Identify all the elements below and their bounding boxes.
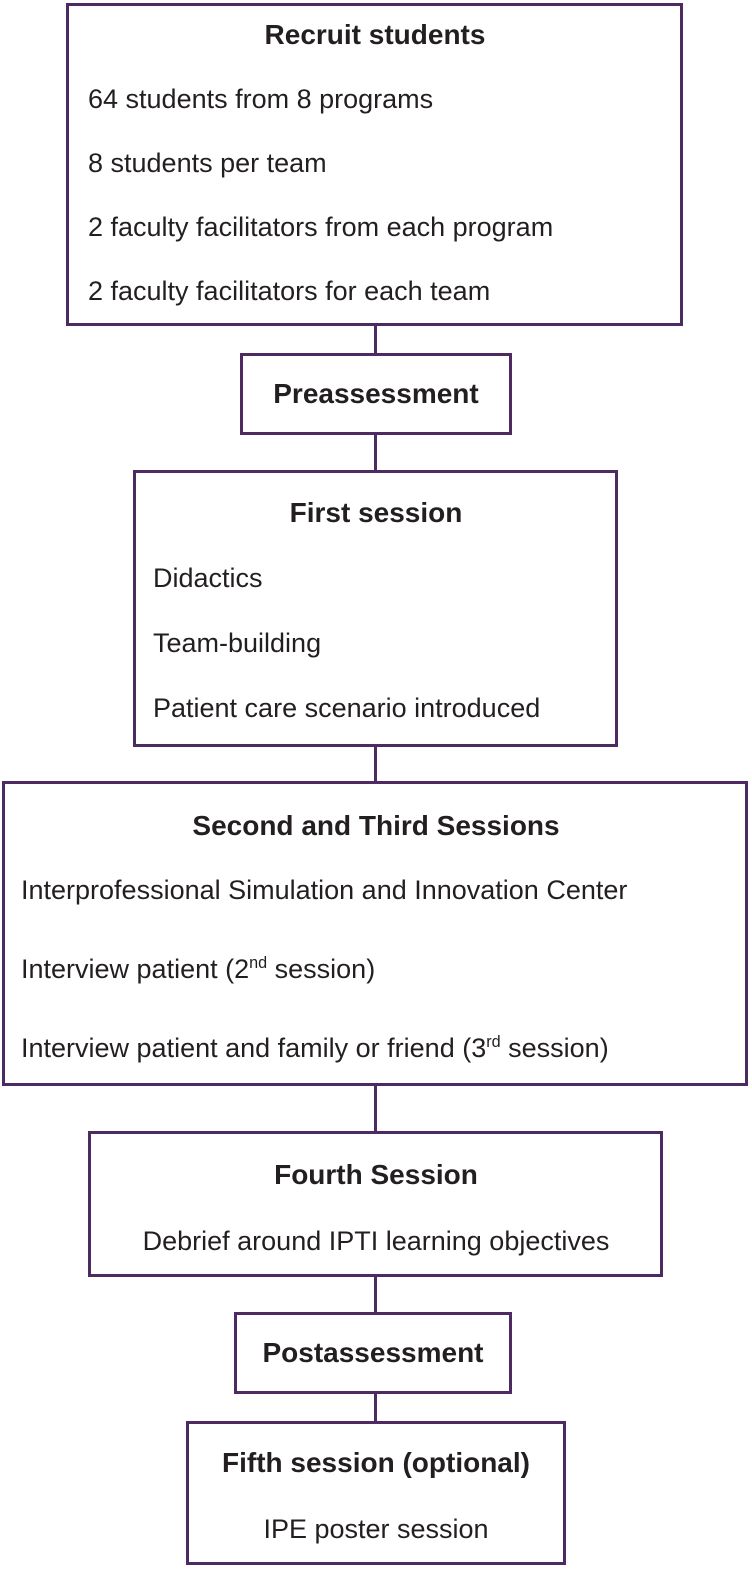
first-session-line-2: Team-building [153,628,322,658]
box-preassessment: Preassessment [240,353,512,435]
connector-line-4 [374,1086,377,1131]
line-3-text-end: session) [500,1033,609,1063]
box-first-session: First session Didactics Team-building Pa… [133,470,618,747]
second-third-line-3: Interview patient and family or friend (… [21,1031,731,1065]
connector-line-1 [374,326,377,353]
recruit-line-2: 8 students per team [88,148,327,178]
box-second-third-sessions: Second and Third Sessions Interprofessio… [2,781,748,1086]
fifth-session-line-1: IPE poster session [263,1514,489,1544]
box-postassessment-title: Postassessment [262,1337,484,1368]
recruit-line-1: 64 students from 8 programs [88,84,434,114]
recruit-line-3: 2 faculty facilitators from each program [88,212,554,242]
first-session-line-1: Didactics [153,563,263,593]
box-first-session-title: First session [289,497,463,528]
box-recruit-title: Recruit students [264,19,486,50]
box-second-third-title: Second and Third Sessions [192,810,560,841]
first-session-line-3: Patient care scenario introduced [153,693,541,723]
connector-line-3 [374,747,377,781]
fourth-session-line-1: Debrief around IPTI learning objectives [142,1226,610,1256]
box-fourth-session: Fourth Session Debrief around IPTI learn… [88,1131,663,1277]
box-fourth-session-title: Fourth Session [274,1159,478,1190]
recruit-line-4: 2 faculty facilitators for each team [88,276,491,306]
second-third-line-2: Interview patient (2nd session) [21,952,731,986]
box-fifth-session-optional: Fifth session (optional) IPE poster sess… [186,1421,566,1565]
line-3-ordinal-suffix: rd [486,1033,501,1051]
connector-line-5 [374,1277,377,1312]
box-preassessment-title: Preassessment [273,378,479,409]
line-3-text: Interview patient and family or friend (… [21,1033,487,1063]
line-2-text-end: session) [267,954,376,984]
box-recruit-students: Recruit students 64 students from 8 prog… [66,3,683,326]
connector-line-2 [374,435,377,470]
connector-line-6 [374,1394,377,1421]
box-fifth-session-title: Fifth session (optional) [222,1447,530,1478]
box-postassessment: Postassessment [234,1312,512,1394]
line-2-text: Interview patient (2 [21,954,250,984]
second-third-line-1: Interprofessional Simulation and Innovat… [21,875,628,905]
line-2-ordinal-suffix: nd [249,954,268,972]
